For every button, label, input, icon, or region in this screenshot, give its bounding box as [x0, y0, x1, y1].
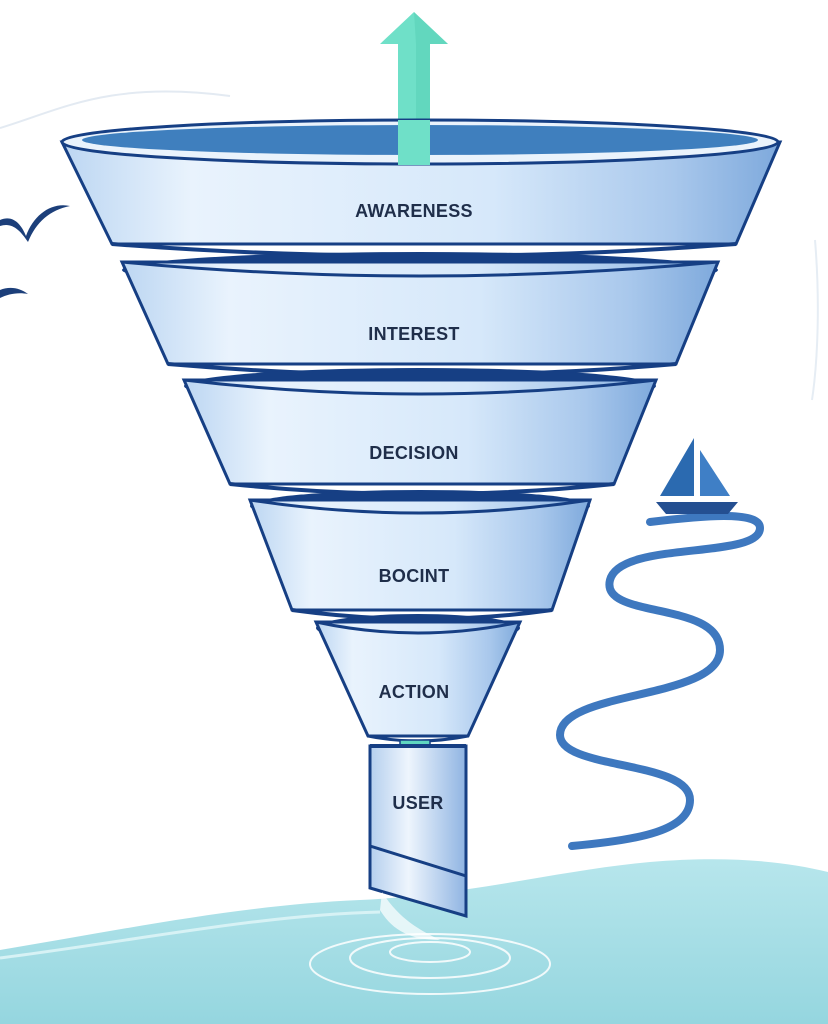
water-highlight [0, 910, 381, 960]
funnel-tier-action: ACTION [313, 614, 523, 743]
stage-label-action: ACTION [379, 682, 450, 702]
funnel-tier-user: USER [368, 744, 468, 918]
water-splash [380, 892, 440, 940]
stage-label-interest: INTEREST [368, 324, 459, 344]
funnel-tier-bocint: BOCINT [247, 490, 593, 621]
funnel-tier-interest: INTEREST [119, 252, 721, 377]
arrow-shaft [398, 120, 430, 165]
water [0, 859, 828, 1024]
stage-label-decision: DECISION [369, 443, 458, 463]
funnel-tier-decision: DECISION [181, 368, 659, 496]
bird-icon [0, 287, 28, 298]
stage-label-bocint: BOCINT [379, 566, 450, 586]
sky-swoosh [0, 90, 231, 129]
stage-label-awareness: AWARENESS [355, 201, 473, 221]
sailboat-icon [656, 438, 738, 514]
stage-label-user: USER [392, 793, 443, 813]
river-path [555, 512, 765, 850]
bird-icon [0, 205, 70, 242]
sky-swoosh-right [811, 239, 819, 401]
